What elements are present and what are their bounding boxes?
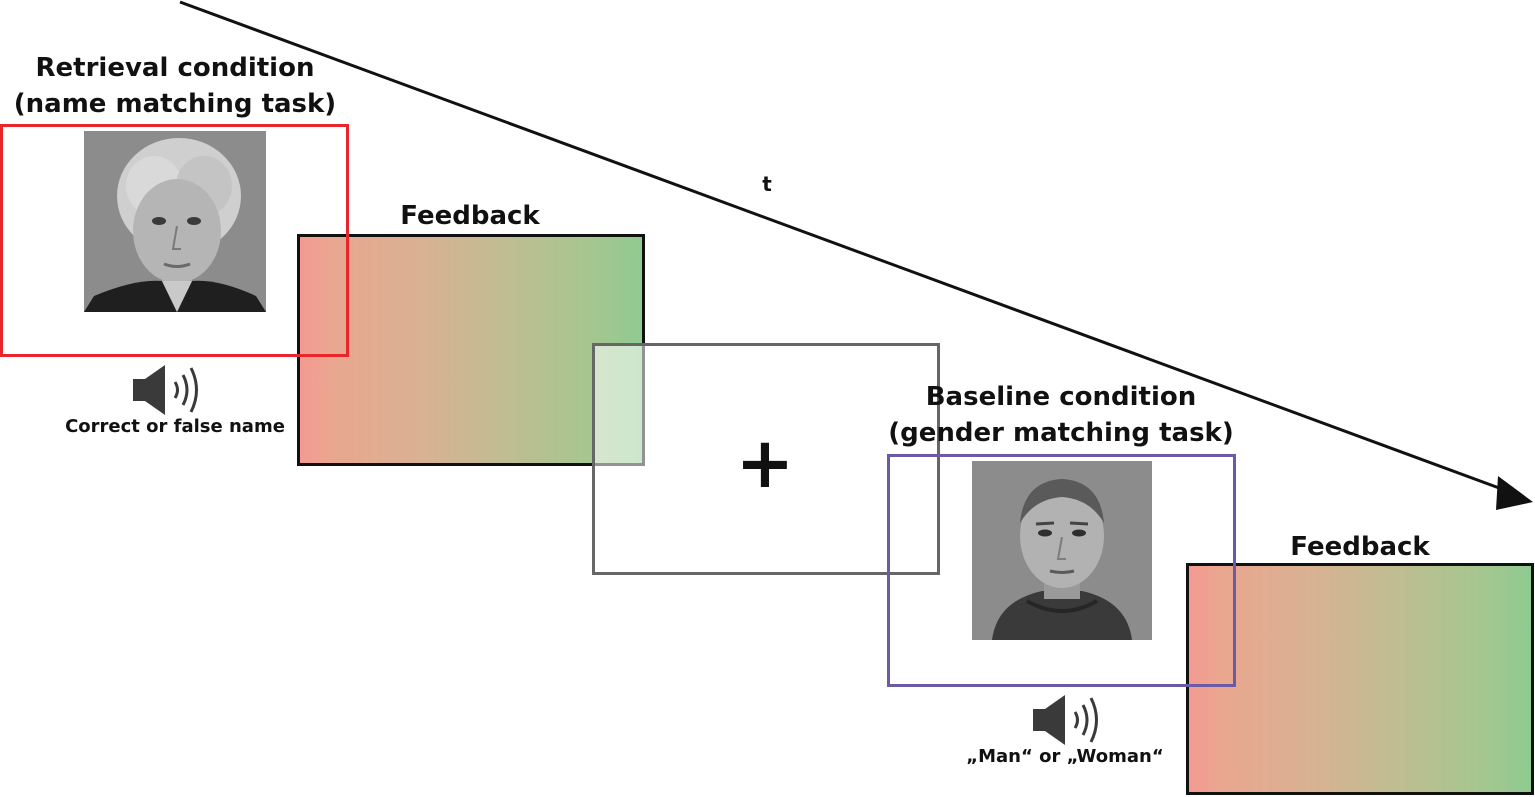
baseline-title-line1: Baseline condition	[925, 382, 1197, 412]
fixation-frame	[592, 343, 940, 575]
baseline-title: Baseline condition (gender matching task…	[880, 379, 1242, 451]
time-axis-label: t	[762, 172, 772, 196]
feedback-1-title: Feedback	[400, 201, 540, 231]
baseline-face-image	[972, 461, 1152, 640]
retrieval-title-line2: (name matching task)	[13, 89, 337, 119]
retrieval-title-line1: Retrieval condition	[35, 53, 315, 83]
feedback-2-box	[1186, 563, 1534, 795]
baseline-audio-caption: „Man“ or „Woman“	[966, 746, 1164, 767]
feedback-1-box	[297, 234, 645, 466]
baseline-title-line2: (gender matching task)	[888, 418, 1234, 448]
baseline-speaker-icon	[1031, 694, 1103, 746]
fixation-cross: +	[735, 422, 795, 504]
baseline-frame-overlap	[1186, 563, 1236, 687]
retrieval-frame	[0, 124, 349, 357]
retrieval-title: Retrieval condition (name matching task)	[0, 50, 350, 122]
feedback-2-title: Feedback	[1290, 532, 1430, 562]
retrieval-face-image	[84, 131, 266, 312]
retrieval-speaker-icon	[131, 364, 203, 416]
retrieval-audio-caption: Correct or false name	[65, 416, 285, 437]
